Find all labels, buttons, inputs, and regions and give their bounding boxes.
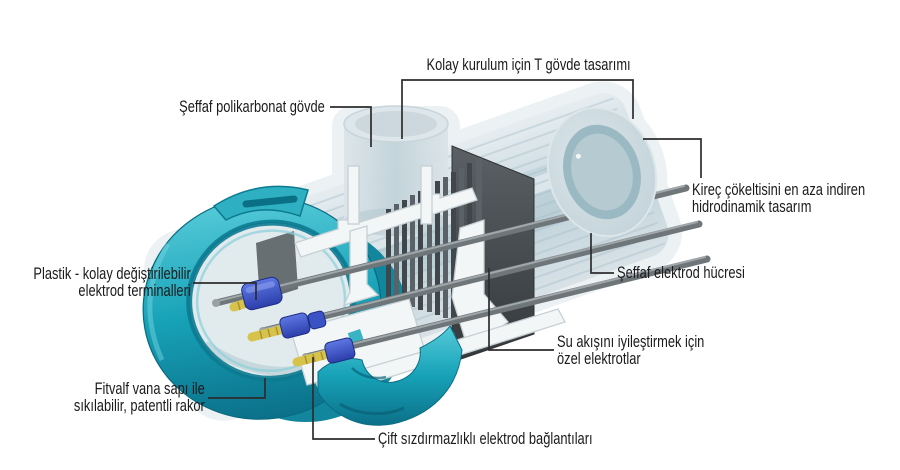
label-sealed-connections: Çift sızdırmazlıklı elektrod bağlantılar… xyxy=(378,431,593,448)
label-text-line2: özel elektrotlar xyxy=(557,349,641,368)
leader-cell xyxy=(590,233,614,274)
label-hydrodynamic-design: Kireç çökeltisini en aza indiren hidrodi… xyxy=(692,182,865,215)
leader-t-body xyxy=(401,79,634,139)
label-electrode-terminals: Plastik - kolay değiştirilebilir elektro… xyxy=(34,266,191,299)
label-text-line1: Fitvalf vana sapı ile xyxy=(94,380,205,398)
blue-terminal-collar xyxy=(279,312,311,339)
blue-terminal-collar xyxy=(324,337,356,364)
leader-connections xyxy=(312,357,375,440)
label-text: Şeffaf elektrod hücresi xyxy=(617,264,745,282)
leader-hydrodynamic xyxy=(643,138,702,178)
nut-handle-slot xyxy=(242,195,298,208)
label-patented-union: Fitvalf vana sapı ile sıkılabilir, paten… xyxy=(74,381,205,414)
leader-electrodes xyxy=(488,268,554,351)
right-end-opening xyxy=(546,106,658,238)
label-text-line2: elektrod terminalleri xyxy=(78,281,191,300)
label-text: Şeffaf polikarbonat gövde xyxy=(179,98,325,116)
label-text-line1: Kireç çökeltisini en aza indiren xyxy=(692,181,866,199)
leader-union xyxy=(208,378,266,399)
label-text-line2: sıkılabilir, patentli rakor xyxy=(74,396,205,415)
label-special-electrodes: Su akışını iyileştirmek için özel elektr… xyxy=(557,334,704,367)
label-text-line2: hidrodinamik tasarım xyxy=(692,197,812,216)
leader-terminals xyxy=(193,282,257,300)
terminal-assemblies xyxy=(229,276,356,367)
label-polycarbonate-body: Şeffaf polikarbonat gövde xyxy=(179,99,325,116)
leader-polycarbonate xyxy=(330,106,372,147)
label-text-line1: Plastik - kolay değiştirilebilir xyxy=(33,265,191,283)
label-t-body-design: Kolay kurulum için T gövde tasarımı xyxy=(427,57,631,74)
ring-highlight xyxy=(147,242,171,362)
label-text-line1: Su akışını iyileştirmek için xyxy=(557,333,705,351)
label-text: Çift sızdırmazlıklı elektrod bağlantılar… xyxy=(378,430,593,448)
union-bottom-lobes xyxy=(317,325,463,426)
leader-lines xyxy=(193,79,702,440)
label-text: Kolay kurulum için T gövde tasarımı xyxy=(426,56,631,74)
label-electrode-cell: Şeffaf elektrod hücresi xyxy=(617,265,745,282)
